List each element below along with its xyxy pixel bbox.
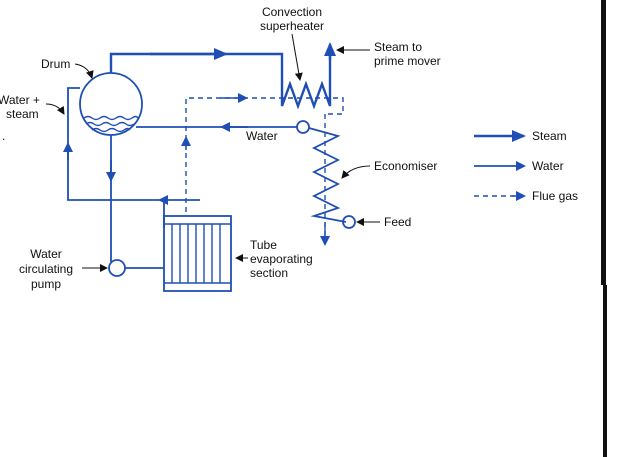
label-water-circulating-pump: Water circulating pump — [19, 247, 108, 291]
right-border-bar-lower — [603, 285, 607, 457]
label-water-steam: Water + steam . — [0, 93, 65, 143]
label-steam-to-prime-mover: Steam to prime mover — [336, 40, 441, 68]
flue-gas-path — [181, 93, 344, 246]
tube-evaporating-section — [163, 215, 232, 292]
legend-water-label: Water — [532, 159, 564, 173]
downcomer-line — [106, 135, 164, 277]
legend-item-flue-gas: Flue gas — [474, 189, 578, 203]
right-border-bar — [601, 0, 606, 285]
water-steam-label-line1: Water + — [0, 93, 40, 107]
convection-superheater-coil — [280, 42, 336, 110]
superheater-label-line1: Convection — [262, 5, 322, 19]
legend-item-water: Water — [474, 159, 564, 173]
label-drum: Drum — [41, 57, 94, 79]
steam-drum — [79, 72, 143, 136]
steam-to-label-line2: prime mover — [374, 54, 441, 68]
label-water: Water — [246, 129, 278, 143]
pump-label-line1: Water — [30, 247, 62, 261]
steam-line-drum-to-superheater — [109, 48, 284, 98]
feed-inlet-node — [342, 215, 356, 229]
feed-label: Feed — [384, 215, 411, 229]
legend-item-steam: Steam — [474, 129, 567, 143]
label-convection-superheater: Convection superheater — [260, 5, 324, 81]
economiser-label: Economiser — [374, 159, 437, 173]
label-tube-evaporating-section: Tube evaporating section — [235, 238, 313, 280]
riser-line — [63, 87, 200, 228]
label-economiser: Economiser — [341, 159, 437, 179]
drum-water-level — [83, 115, 139, 121]
legend-steam-label: Steam — [532, 129, 567, 143]
legend: Steam Water Flue gas — [474, 129, 578, 203]
drum-label: Drum — [41, 57, 70, 71]
water-label: Water — [246, 129, 278, 143]
stray-mark: . — [2, 129, 5, 143]
pump-label-line2: circulating — [19, 262, 73, 276]
economiser-outlet-node — [296, 120, 310, 134]
water-circulating-pump — [108, 259, 126, 277]
pump-label-line3: pump — [31, 277, 61, 291]
water-steam-label-line2: steam — [6, 107, 39, 121]
steam-to-label-line1: Steam to — [374, 40, 422, 54]
water-line-economiser-to-drum — [136, 120, 310, 134]
tube-label-line2: evaporating — [250, 252, 313, 266]
legend-flue-gas-label: Flue gas — [532, 189, 578, 203]
superheater-label-line2: superheater — [260, 19, 324, 33]
label-feed: Feed — [356, 215, 411, 229]
economiser-coil — [308, 127, 356, 229]
tube-label-line1: Tube — [250, 238, 277, 252]
tube-label-line3: section — [250, 266, 288, 280]
